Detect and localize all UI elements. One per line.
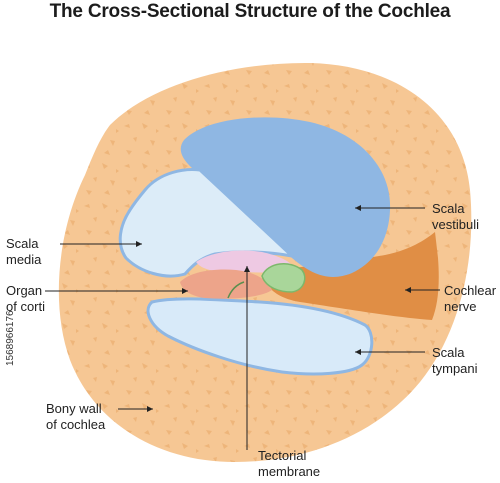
scala-vestibuli-shape	[180, 117, 391, 277]
organ-inner-curve	[227, 281, 245, 299]
label-organ-of-corti: Organ of corti	[6, 283, 46, 314]
label-tectorial-membrane: Tectorial membrane	[258, 448, 321, 479]
label-bony-wall: Bony wall of cochlea	[46, 401, 106, 432]
cochlear-nerve-shape	[268, 232, 439, 320]
label-scala-tympani: Scala tympani	[432, 345, 478, 376]
label-cochlear-nerve: Cochlear nerve	[444, 283, 497, 314]
organ-of-corti-shape	[180, 269, 272, 299]
scala-media-shape	[118, 168, 297, 278]
pointer-heads	[136, 205, 411, 412]
label-scala-vestibuli: Scala vestibuli	[432, 201, 479, 232]
stock-id: 1568966176	[5, 310, 16, 366]
green-cell-shape	[261, 263, 306, 293]
scala-tympani-shape	[146, 297, 374, 376]
diagram-title: The Cross-Sectional Structure of the Coc…	[49, 1, 451, 22]
label-scala-media: Scala media	[6, 236, 42, 267]
